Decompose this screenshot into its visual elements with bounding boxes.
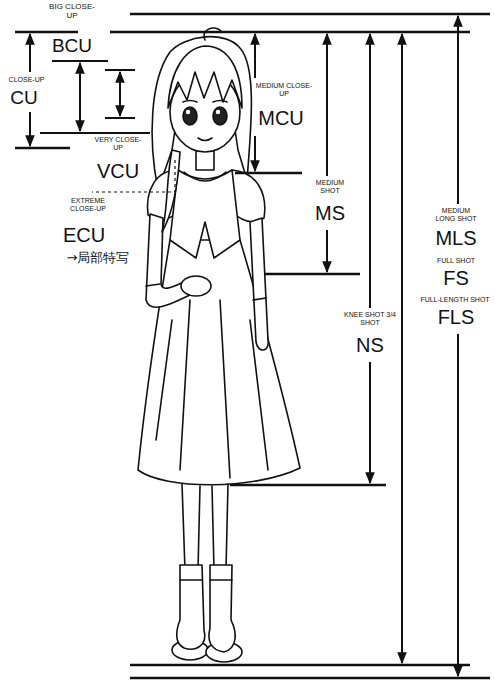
shot-caption: MEDIUM SHOT xyxy=(307,179,354,194)
range-arrows xyxy=(30,16,458,676)
shot-caption: FULL SHOT xyxy=(433,257,480,265)
rule xyxy=(235,172,302,175)
rule xyxy=(15,31,78,34)
shot-abbreviation: ECU xyxy=(62,224,106,246)
range-arrow xyxy=(369,362,371,483)
rule xyxy=(40,132,150,134)
left-eye xyxy=(183,107,197,125)
skirt xyxy=(138,240,300,485)
range-arrow xyxy=(401,34,403,663)
rule xyxy=(130,677,490,680)
rule xyxy=(110,31,470,34)
bodice xyxy=(170,170,240,258)
range-arrow xyxy=(326,34,328,176)
shot-caption: CLOSE-UP xyxy=(3,76,50,84)
shot-abbreviation: MLS xyxy=(434,227,477,249)
range-arrow xyxy=(326,230,328,272)
shot-caption: BIG CLOSE-UP xyxy=(46,3,98,21)
eye-highlight xyxy=(186,110,190,114)
ahoge xyxy=(204,28,221,40)
range-arrow xyxy=(457,16,459,204)
shot-abbreviation: MS xyxy=(314,202,346,224)
leader-dashed xyxy=(92,160,175,192)
rule xyxy=(105,69,135,71)
rule xyxy=(105,117,135,119)
shot-abbreviation: CU xyxy=(9,88,38,109)
rule xyxy=(130,664,470,667)
collar xyxy=(184,172,226,181)
range-arrow xyxy=(29,112,31,146)
boot-cuffs xyxy=(180,579,232,581)
range-arrow xyxy=(254,136,256,171)
shot-caption: VERY CLOSE-UP xyxy=(92,136,144,151)
shot-caption: FULL-LENGTH SHOT xyxy=(418,296,492,304)
rule xyxy=(130,13,490,16)
right-eye xyxy=(213,107,227,125)
range-arrow xyxy=(79,63,81,131)
skirt-folds xyxy=(156,300,268,478)
legs xyxy=(182,484,228,570)
range-arrow xyxy=(369,34,371,308)
mouth xyxy=(198,138,212,141)
translation-note: →局部特写 xyxy=(66,251,131,265)
hair-lock xyxy=(162,150,180,232)
range-arrow xyxy=(254,34,256,78)
shot-abbreviation: VCU xyxy=(96,160,140,182)
shot-caption: KNEE SHOT 3/4 SHOT xyxy=(342,311,399,326)
shot-abbreviation: MCU xyxy=(257,107,305,129)
rule xyxy=(230,484,386,487)
shot-caption: EXTREME CLOSE-UP xyxy=(57,197,119,212)
shot-abbreviation: BCU xyxy=(51,36,93,57)
range-arrow xyxy=(119,72,121,116)
rule xyxy=(52,60,108,62)
eye-highlight xyxy=(216,110,220,114)
left-cuff xyxy=(146,284,160,286)
hair-back xyxy=(152,37,251,190)
right-arm xyxy=(250,218,268,350)
right-boot xyxy=(209,565,235,652)
shot-abbreviation: FS xyxy=(442,267,470,289)
rule xyxy=(265,273,360,276)
bangs xyxy=(168,46,242,108)
shot-caption: MEDIUM CLOSE-UP xyxy=(253,82,315,97)
frame-rules xyxy=(15,14,490,678)
eyebrows xyxy=(183,101,227,103)
shot-abbreviation: FLS xyxy=(437,306,476,328)
shot-caption: MEDIUM LONG SHOT xyxy=(433,207,480,222)
range-arrow xyxy=(29,34,31,72)
range-arrow xyxy=(457,334,459,676)
left-boot xyxy=(177,565,205,649)
shot-abbreviation: NS xyxy=(355,334,385,356)
right-cuff xyxy=(253,298,266,300)
rule xyxy=(15,147,70,150)
clasped-hands xyxy=(181,276,211,296)
